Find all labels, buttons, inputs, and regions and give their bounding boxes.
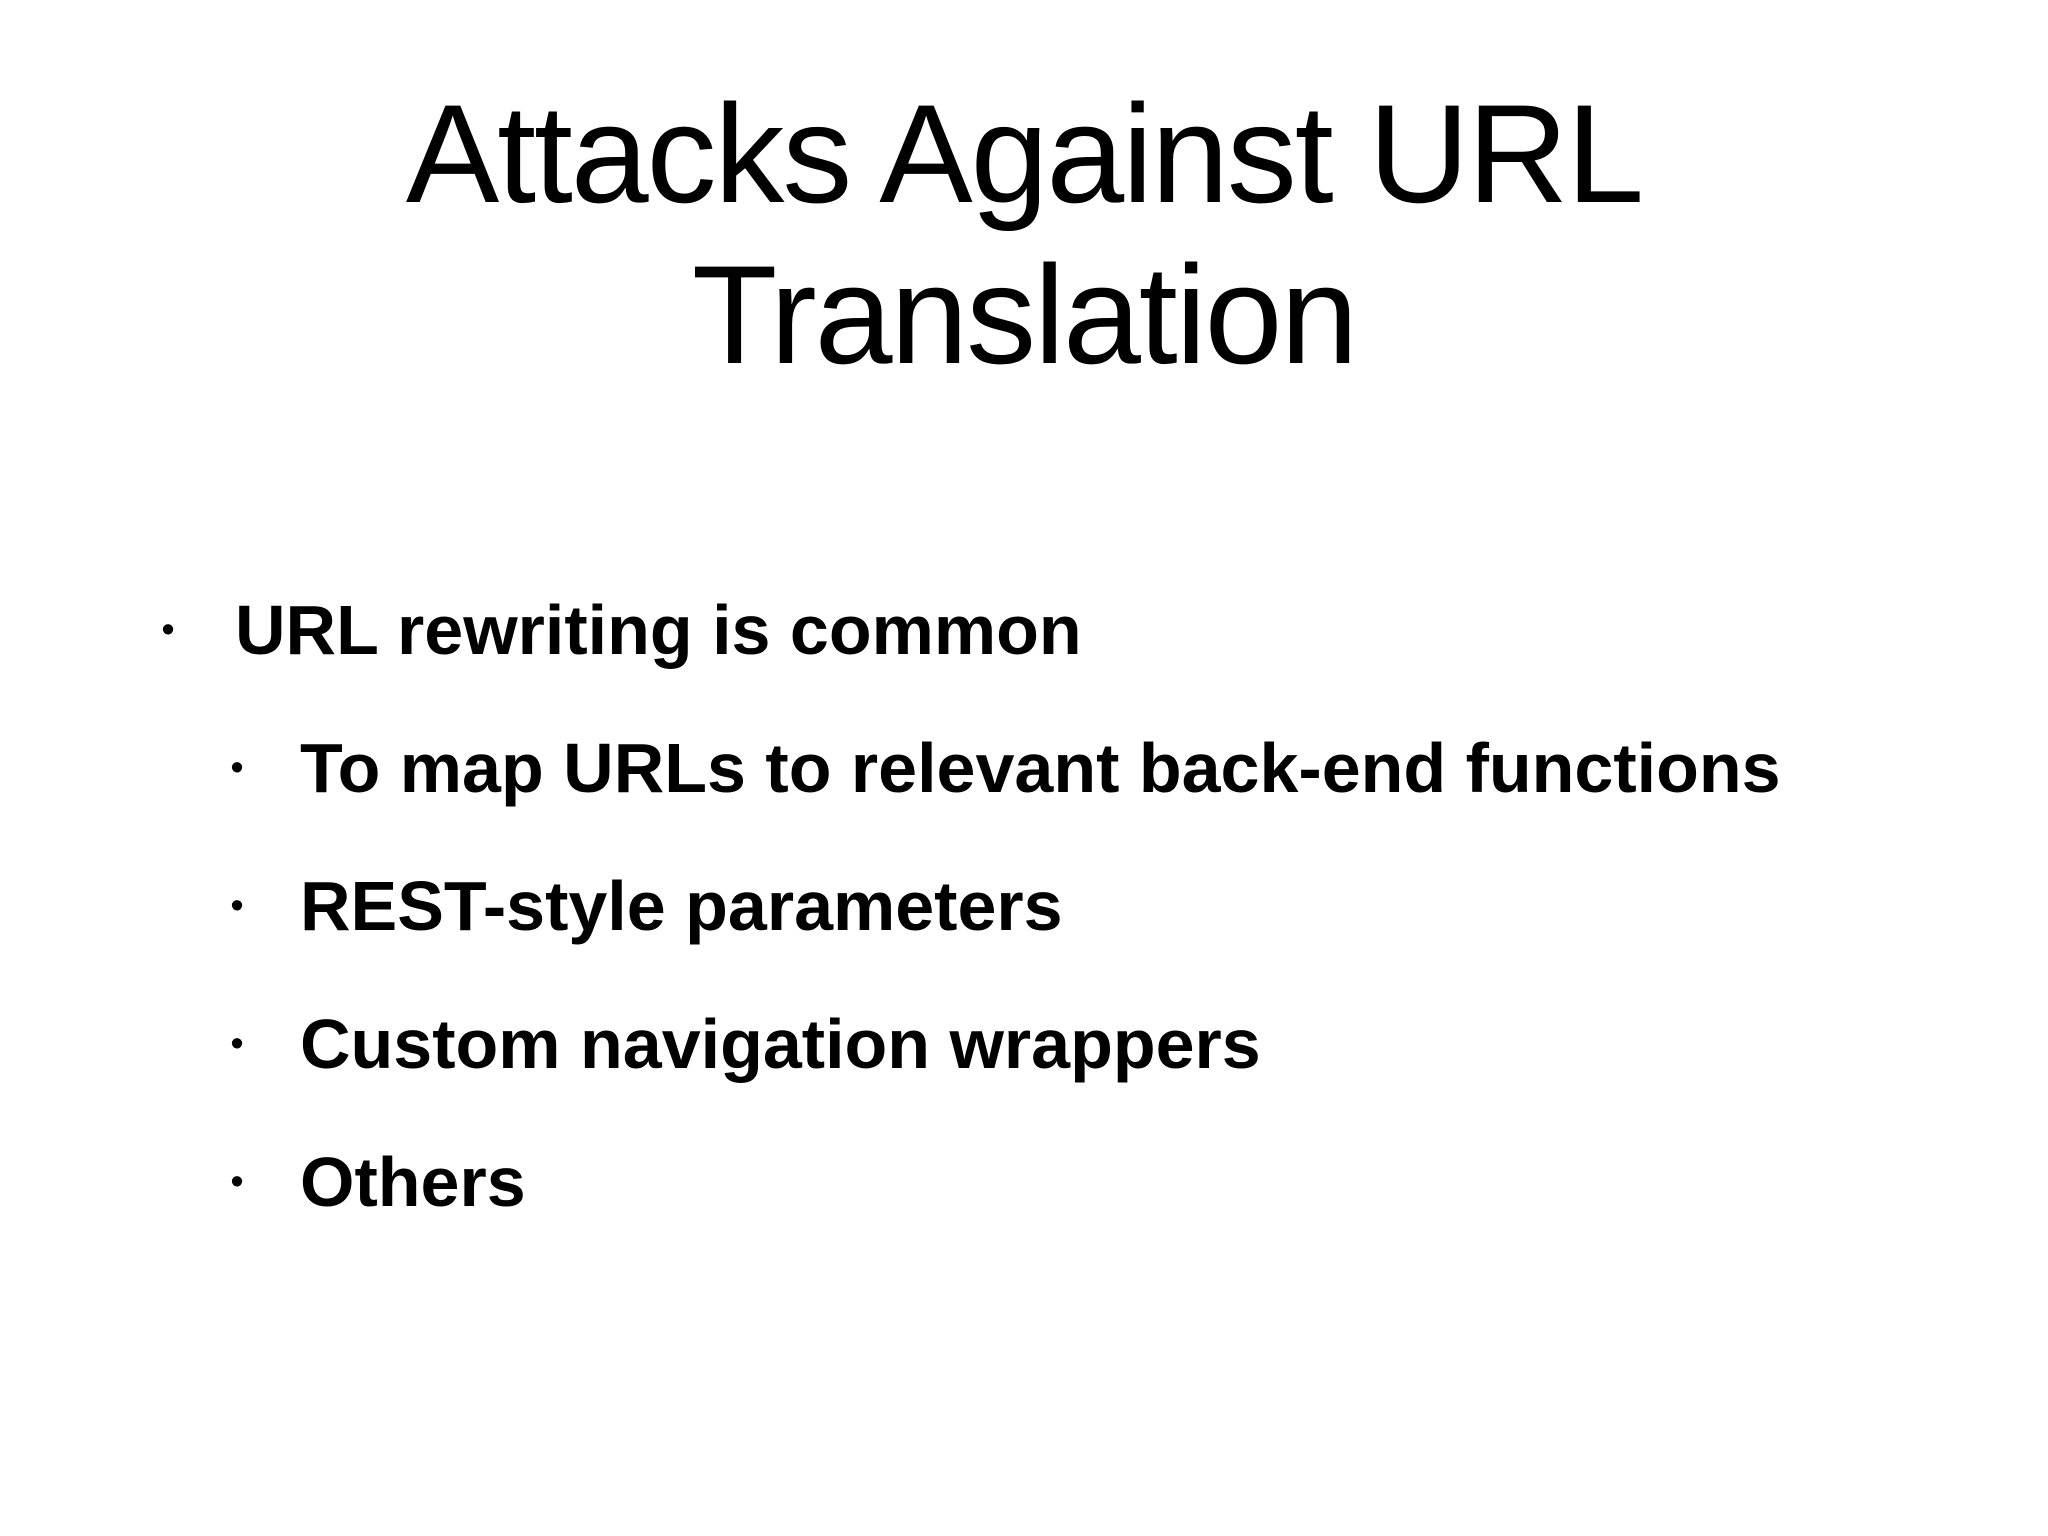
bullet-dot-icon: • (230, 1161, 244, 1203)
bullet-item: •Others (0, 1147, 2048, 1217)
bullet-item: •To map URLs to relevant back-end functi… (0, 733, 2048, 803)
bullet-text: REST-style parameters (300, 867, 1063, 945)
bullet-dot-icon: • (230, 747, 244, 789)
bullet-item: •URL rewriting is common (0, 595, 2048, 665)
bullet-text: To map URLs to relevant back-end functio… (300, 729, 1781, 807)
bullet-item: •REST-style parameters (0, 871, 2048, 941)
bullet-dot-icon: • (230, 1023, 244, 1065)
bullet-text: URL rewriting is common (235, 591, 1082, 669)
bullet-text: Others (300, 1143, 526, 1221)
slide-title-line-1: Attacks Against URL (405, 75, 1644, 232)
bullet-text: Custom navigation wrappers (300, 1005, 1261, 1083)
bullet-dot-icon: • (230, 885, 244, 927)
bullet-list: •URL rewriting is common•To map URLs to … (0, 595, 2048, 1285)
bullet-dot-icon: • (161, 609, 175, 651)
bullet-item: •Custom navigation wrappers (0, 1009, 2048, 1079)
slide-title-line-2: Translation (691, 236, 1358, 393)
